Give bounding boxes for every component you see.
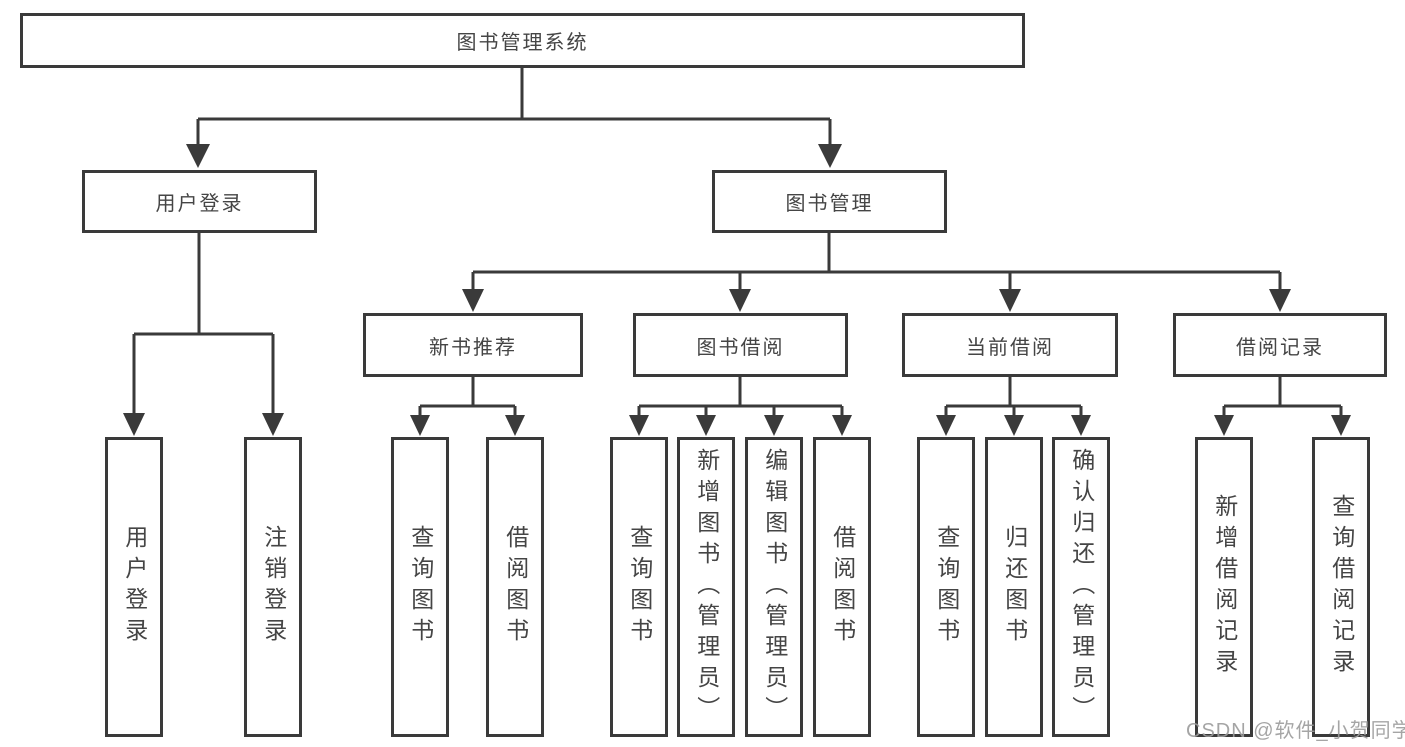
node-book-borrow: 图书借阅 xyxy=(633,313,848,377)
arrow-down-icon xyxy=(186,144,210,168)
arrow-down-icon xyxy=(764,415,784,436)
arrow-down-icon xyxy=(262,413,284,436)
leaf-borrow-query-book: 查询图书 xyxy=(610,437,668,737)
arrow-down-icon xyxy=(410,415,430,436)
leaf-borrow-edit-book: 编辑图书（管理员） xyxy=(745,437,803,737)
leaf-current-return-book: 归还图书 xyxy=(985,437,1043,737)
leaf-recommend-query-book: 查询图书 xyxy=(391,437,449,737)
node-user-login: 用户登录 xyxy=(82,170,317,233)
arrowheads xyxy=(123,144,1351,436)
leaf-borrow-add-book: 新增图书（管理员） xyxy=(677,437,735,737)
arrow-down-icon xyxy=(1331,415,1351,436)
node-current-borrow: 当前借阅 xyxy=(902,313,1118,377)
arrow-down-icon xyxy=(729,289,751,312)
arrow-down-icon xyxy=(999,289,1021,312)
leaf-records-add-record: 新增借阅记录 xyxy=(1195,437,1253,737)
arrow-down-icon xyxy=(936,415,956,436)
csdn-watermark: CSDN @软件_小贺同学 xyxy=(1186,720,1405,742)
arrow-down-icon xyxy=(629,415,649,436)
arrow-down-icon xyxy=(1071,415,1091,436)
arrow-down-icon xyxy=(505,415,525,436)
leaf-user-login: 用户登录 xyxy=(105,437,163,737)
leaf-borrow-borrow-book: 借阅图书 xyxy=(813,437,871,737)
arrow-down-icon xyxy=(462,289,484,312)
leaf-records-query-record: 查询借阅记录 xyxy=(1312,437,1370,737)
arrow-down-icon xyxy=(1004,415,1024,436)
leaf-recommend-borrow-book: 借阅图书 xyxy=(486,437,544,737)
arrow-down-icon xyxy=(1269,289,1291,312)
node-borrow-records: 借阅记录 xyxy=(1173,313,1387,377)
arrow-down-icon xyxy=(818,144,842,168)
node-book-management: 图书管理 xyxy=(712,170,947,233)
arrow-down-icon xyxy=(696,415,716,436)
leaf-current-confirm-return: 确认归还（管理员） xyxy=(1052,437,1110,737)
node-new-book-recommend: 新书推荐 xyxy=(363,313,583,377)
arrow-down-icon xyxy=(1214,415,1234,436)
arrow-down-icon xyxy=(123,413,145,436)
node-root: 图书管理系统 xyxy=(20,13,1025,68)
leaf-logout: 注销登录 xyxy=(244,437,302,737)
leaf-current-query-book: 查询图书 xyxy=(917,437,975,737)
arrow-down-icon xyxy=(832,415,852,436)
